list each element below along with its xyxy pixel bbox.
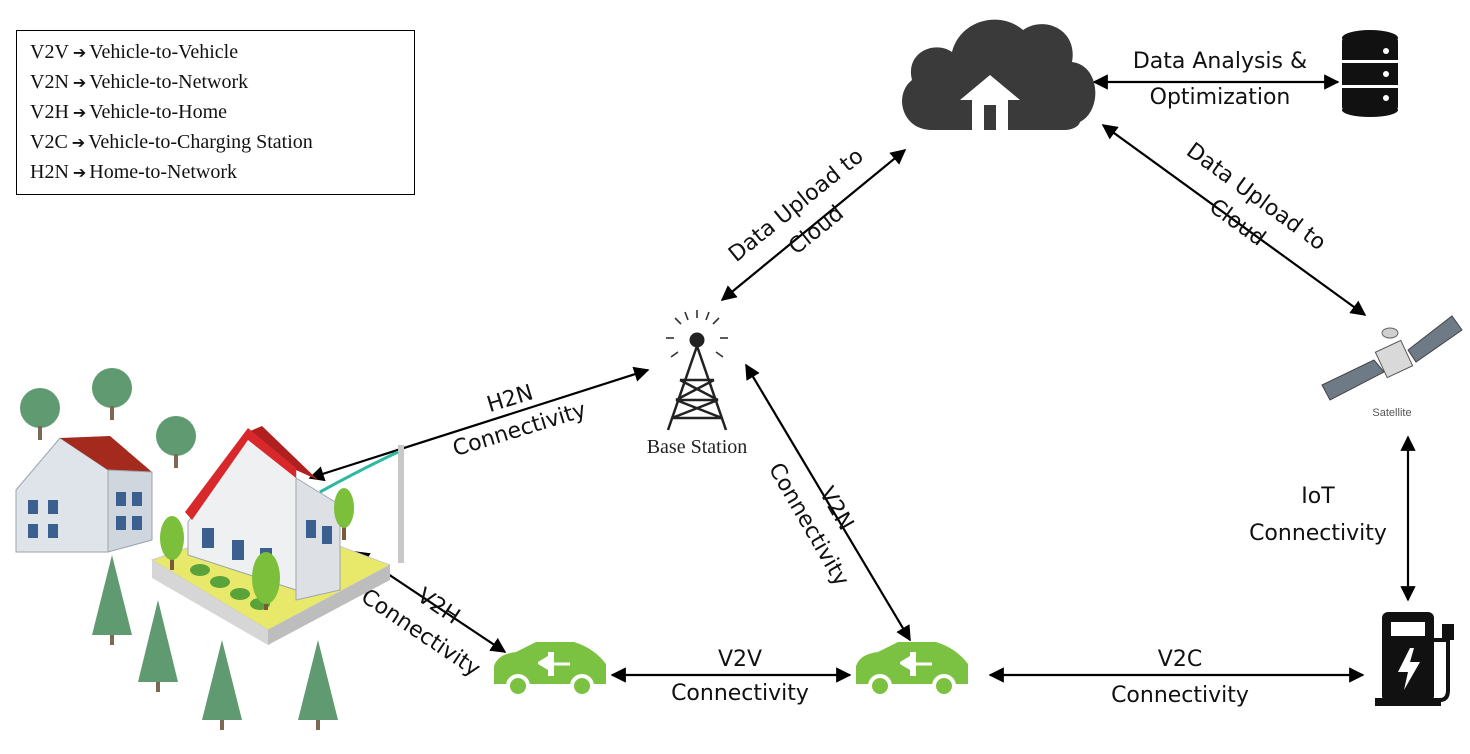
link-label-line1: IoT xyxy=(1301,484,1335,509)
legend-full: Vehicle-to-Network xyxy=(89,71,249,93)
base-station-label: Base Station xyxy=(647,436,748,458)
legend-full: Vehicle-to-Home xyxy=(89,101,228,123)
arrow-upload-left xyxy=(720,149,907,301)
satellite-label: Satellite xyxy=(1372,407,1411,419)
electric-car-right xyxy=(856,642,968,698)
legend-row-v2n: V2N➔Vehicle-to-Network xyxy=(30,67,414,97)
right-arrow-icon: ➔ xyxy=(71,133,86,152)
link-label-line2: Connectivity xyxy=(671,681,809,706)
satellite-icon xyxy=(1321,315,1463,401)
right-arrow-icon: ➔ xyxy=(72,73,87,92)
yard-tree xyxy=(160,516,184,570)
legend-abbr: V2V xyxy=(30,41,69,63)
link-label-line1: H2N xyxy=(484,380,536,418)
legend-full: Home-to-Network xyxy=(89,161,238,183)
legend-row-v2v: V2V➔Vehicle-to-Vehicle xyxy=(30,37,414,67)
right-arrow-icon: ➔ xyxy=(72,103,87,122)
yard-tree xyxy=(252,552,280,610)
legend-abbr: V2H xyxy=(30,101,69,123)
label-h2n: H2N Connectivity xyxy=(450,380,589,462)
legend-full: Vehicle-to-Vehicle xyxy=(89,41,239,63)
label-v2n: V2N Connectivity xyxy=(763,459,858,591)
house-icon xyxy=(15,368,404,730)
legend-full: Vehicle-to-Charging Station xyxy=(88,131,313,153)
link-label-line2: Connectivity xyxy=(1249,521,1387,546)
arrow-h2n xyxy=(308,366,650,482)
right-arrow-icon: ➔ xyxy=(72,43,87,62)
label-v2v: V2V Connectivity xyxy=(671,647,809,706)
ev-charger-icon xyxy=(1375,612,1454,706)
legend-box: V2V➔Vehicle-to-Vehicle V2N➔Vehicle-to-Ne… xyxy=(16,30,415,195)
connections xyxy=(308,74,1416,683)
label-upload-right: Data Upload to Cloud xyxy=(1182,138,1331,256)
label-iot: IoT Connectivity xyxy=(1249,484,1387,546)
legend-abbr: V2C xyxy=(30,131,68,153)
link-label-line2: Connectivity xyxy=(1111,683,1249,708)
label-data-analysis: Data Analysis & Optimization xyxy=(1133,49,1307,110)
label-v2c: V2C Connectivity xyxy=(1111,647,1249,708)
yard-tree xyxy=(334,488,354,540)
arrow-upload-right xyxy=(1101,124,1367,316)
legend-row-v2h: V2H➔Vehicle-to-Home xyxy=(30,97,414,127)
cloud-upload-icon xyxy=(902,19,1096,130)
label-upload-left: Data Upload to Cloud xyxy=(724,144,868,268)
link-label-line1: V2V xyxy=(718,647,762,672)
link-label-line1: V2C xyxy=(1158,647,1202,672)
legend-row-h2n: H2N➔Home-to-Network xyxy=(30,157,414,187)
arrow-v2n xyxy=(745,363,911,642)
link-label-line2: Optimization xyxy=(1150,85,1291,110)
legend-abbr: V2N xyxy=(30,71,69,93)
database-icon xyxy=(1342,30,1398,117)
legend-abbr: H2N xyxy=(30,161,69,183)
right-arrow-icon: ➔ xyxy=(72,163,87,182)
legend-row-v2c: V2C➔Vehicle-to-Charging Station xyxy=(30,127,414,157)
electric-car-left xyxy=(494,642,606,698)
link-label-line1: Data Analysis & xyxy=(1133,49,1307,74)
cell-tower-icon xyxy=(666,310,728,431)
